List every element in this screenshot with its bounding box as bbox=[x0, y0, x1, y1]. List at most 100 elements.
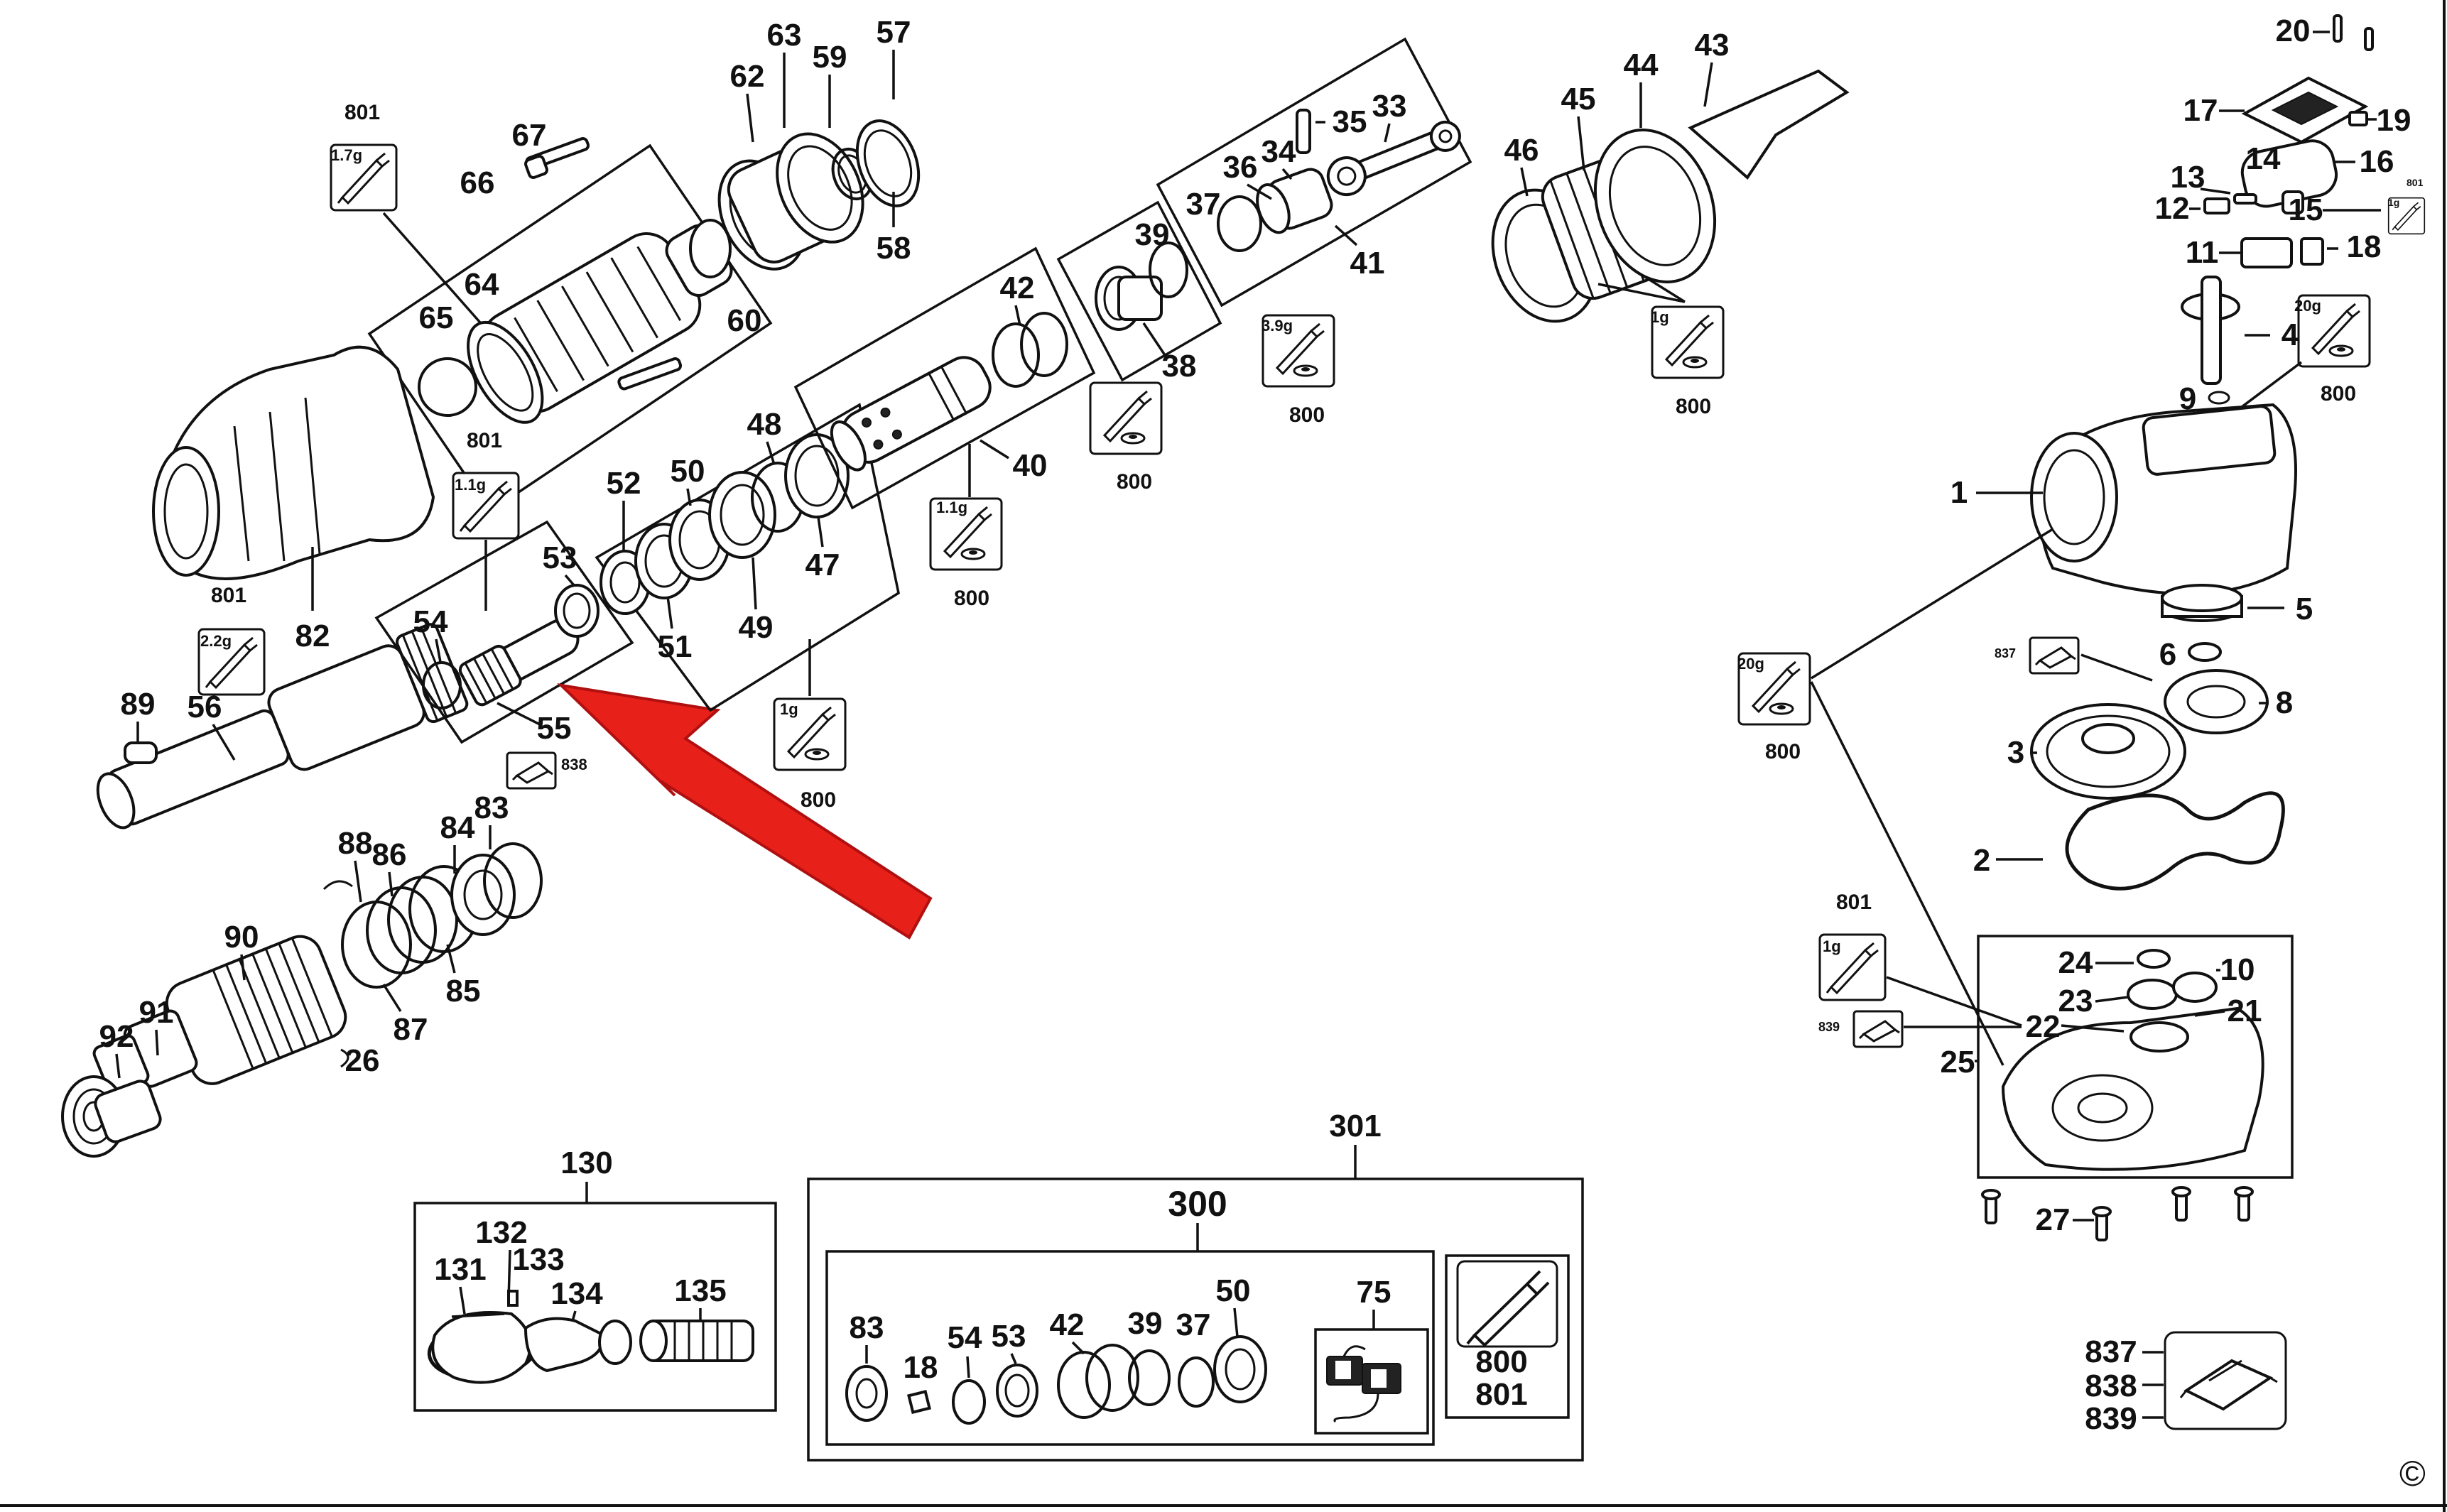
label-56: 56 bbox=[188, 690, 222, 724]
label-14: 14 bbox=[2246, 141, 2281, 176]
label-23: 23 bbox=[2058, 984, 2093, 1018]
label-801: 801 bbox=[1836, 891, 1872, 914]
label-63: 63 bbox=[767, 18, 802, 53]
label-2: 2 bbox=[1973, 843, 1990, 878]
spacer-plate-icon bbox=[2029, 636, 2080, 675]
label-53: 53 bbox=[543, 540, 577, 575]
label-11: 11 bbox=[2186, 235, 2219, 270]
label-301: 301 bbox=[1329, 1109, 1381, 1143]
copyright-mark: © bbox=[2399, 1454, 2426, 1494]
group-frame-40 bbox=[793, 246, 1096, 510]
label-87: 87 bbox=[394, 1012, 428, 1047]
label-4: 4 bbox=[2281, 317, 2299, 352]
carbon-brush-icon bbox=[1326, 1345, 1401, 1423]
label-83: 83 bbox=[850, 1310, 884, 1345]
group-frame-75 bbox=[1314, 1328, 1429, 1435]
label-130: 130 bbox=[560, 1146, 612, 1180]
label-19: 19 bbox=[2377, 103, 2411, 138]
label-800: 800 bbox=[1117, 470, 1152, 494]
spacer-plate-icon bbox=[1852, 1010, 1904, 1048]
label-grease-amount: 2.2g bbox=[200, 632, 232, 650]
label-90: 90 bbox=[224, 920, 259, 954]
label-50: 50 bbox=[671, 454, 705, 489]
label-44: 44 bbox=[1624, 48, 1659, 82]
group-frame-800 bbox=[1445, 1254, 1570, 1419]
label-13: 13 bbox=[2171, 160, 2205, 195]
label-60: 60 bbox=[727, 303, 762, 338]
label-801: 801 bbox=[1475, 1377, 1527, 1412]
label-33: 33 bbox=[1372, 89, 1407, 124]
label-24: 24 bbox=[2058, 945, 2093, 980]
label-82: 82 bbox=[295, 619, 330, 653]
group-frame-25 bbox=[1977, 935, 2294, 1179]
label-800: 800 bbox=[954, 587, 989, 610]
label-52: 52 bbox=[607, 466, 641, 501]
group-frame-130 bbox=[413, 1202, 777, 1412]
label-38: 38 bbox=[1162, 349, 1197, 384]
label-5: 5 bbox=[2296, 592, 2313, 626]
label-135: 135 bbox=[674, 1273, 726, 1308]
label-43: 43 bbox=[1695, 28, 1730, 62]
label-62: 62 bbox=[730, 59, 765, 94]
chuck-group: 88 86 84 83 85 87 90 bbox=[61, 790, 543, 1158]
label-66: 66 bbox=[460, 165, 495, 200]
body-group: 82 801 1.1g 801 2.2g 56 89 bbox=[96, 345, 520, 830]
label-800: 800 bbox=[2321, 382, 2356, 406]
label-839: 839 bbox=[1818, 1020, 1840, 1034]
label-34: 34 bbox=[1262, 134, 1296, 169]
label-10: 10 bbox=[2220, 952, 2255, 987]
label-45: 45 bbox=[1561, 82, 1596, 116]
label-837: 837 bbox=[1995, 646, 2016, 660]
label-40: 40 bbox=[1013, 448, 1048, 483]
label-53: 53 bbox=[992, 1319, 1026, 1354]
label-48: 48 bbox=[747, 407, 782, 442]
label-18: 18 bbox=[2347, 229, 2382, 264]
label-grease-amount: 1g bbox=[780, 700, 798, 718]
grease-tube-icon bbox=[1089, 381, 1163, 455]
label-42: 42 bbox=[1050, 1307, 1085, 1342]
label-64: 64 bbox=[465, 267, 499, 302]
hammer-head-group: 801 1.7g bbox=[330, 15, 921, 513]
label-18: 18 bbox=[904, 1350, 938, 1385]
label-grease-amount: 1g bbox=[1823, 937, 1841, 955]
label-55: 55 bbox=[537, 711, 572, 746]
label-35: 35 bbox=[1333, 104, 1367, 139]
label-grease-amount: 1.1g bbox=[936, 499, 967, 516]
label-134: 134 bbox=[550, 1276, 603, 1311]
label-grease-amount: 20g bbox=[1737, 655, 1764, 673]
label-839: 839 bbox=[2085, 1401, 2137, 1436]
label-54: 54 bbox=[413, 604, 448, 639]
label-88: 88 bbox=[338, 826, 373, 861]
label-3: 3 bbox=[2007, 735, 2024, 770]
label-37: 37 bbox=[1186, 187, 1221, 222]
label-27: 27 bbox=[2036, 1202, 2071, 1237]
label-grease-amount: 3.9g bbox=[1262, 317, 1293, 335]
label-grease-amount: 20g bbox=[2294, 297, 2321, 315]
label-58: 58 bbox=[877, 231, 911, 266]
cylinder-group: 42 40 1.1g 800 bbox=[793, 246, 1096, 610]
label-37: 37 bbox=[1176, 1307, 1211, 1342]
label-801: 801 bbox=[2407, 177, 2424, 188]
label-800: 800 bbox=[1676, 395, 1711, 418]
connecting-rod-group: 37 36 34 35 33 41 3.9g 800 bbox=[1156, 37, 1472, 427]
group-frame-301 bbox=[807, 1177, 1584, 1462]
side-handle-group: 130 131 132 133 134 135 bbox=[413, 1146, 777, 1412]
gearbox-group: 20 17 19 14 16 13 12 15 1g 801 11 18 bbox=[1737, 13, 2426, 1241]
label-800: 800 bbox=[1765, 740, 1801, 763]
label-49: 49 bbox=[739, 610, 774, 645]
label-801: 801 bbox=[344, 101, 380, 124]
label-800: 800 bbox=[1475, 1344, 1527, 1379]
label-54: 54 bbox=[948, 1320, 982, 1355]
label-41: 41 bbox=[1350, 246, 1385, 281]
label-801: 801 bbox=[467, 429, 502, 452]
label-84: 84 bbox=[440, 810, 475, 845]
label-22: 22 bbox=[2026, 1009, 2061, 1044]
label-801: 801 bbox=[211, 584, 246, 607]
label-75: 75 bbox=[1357, 1275, 1391, 1310]
label-grease-amount: 1g bbox=[2388, 197, 2399, 208]
group-frame-66 bbox=[367, 143, 773, 513]
label-50: 50 bbox=[1216, 1273, 1251, 1308]
label-837: 837 bbox=[2085, 1334, 2137, 1369]
grease-tube-icon bbox=[1466, 1270, 1550, 1347]
